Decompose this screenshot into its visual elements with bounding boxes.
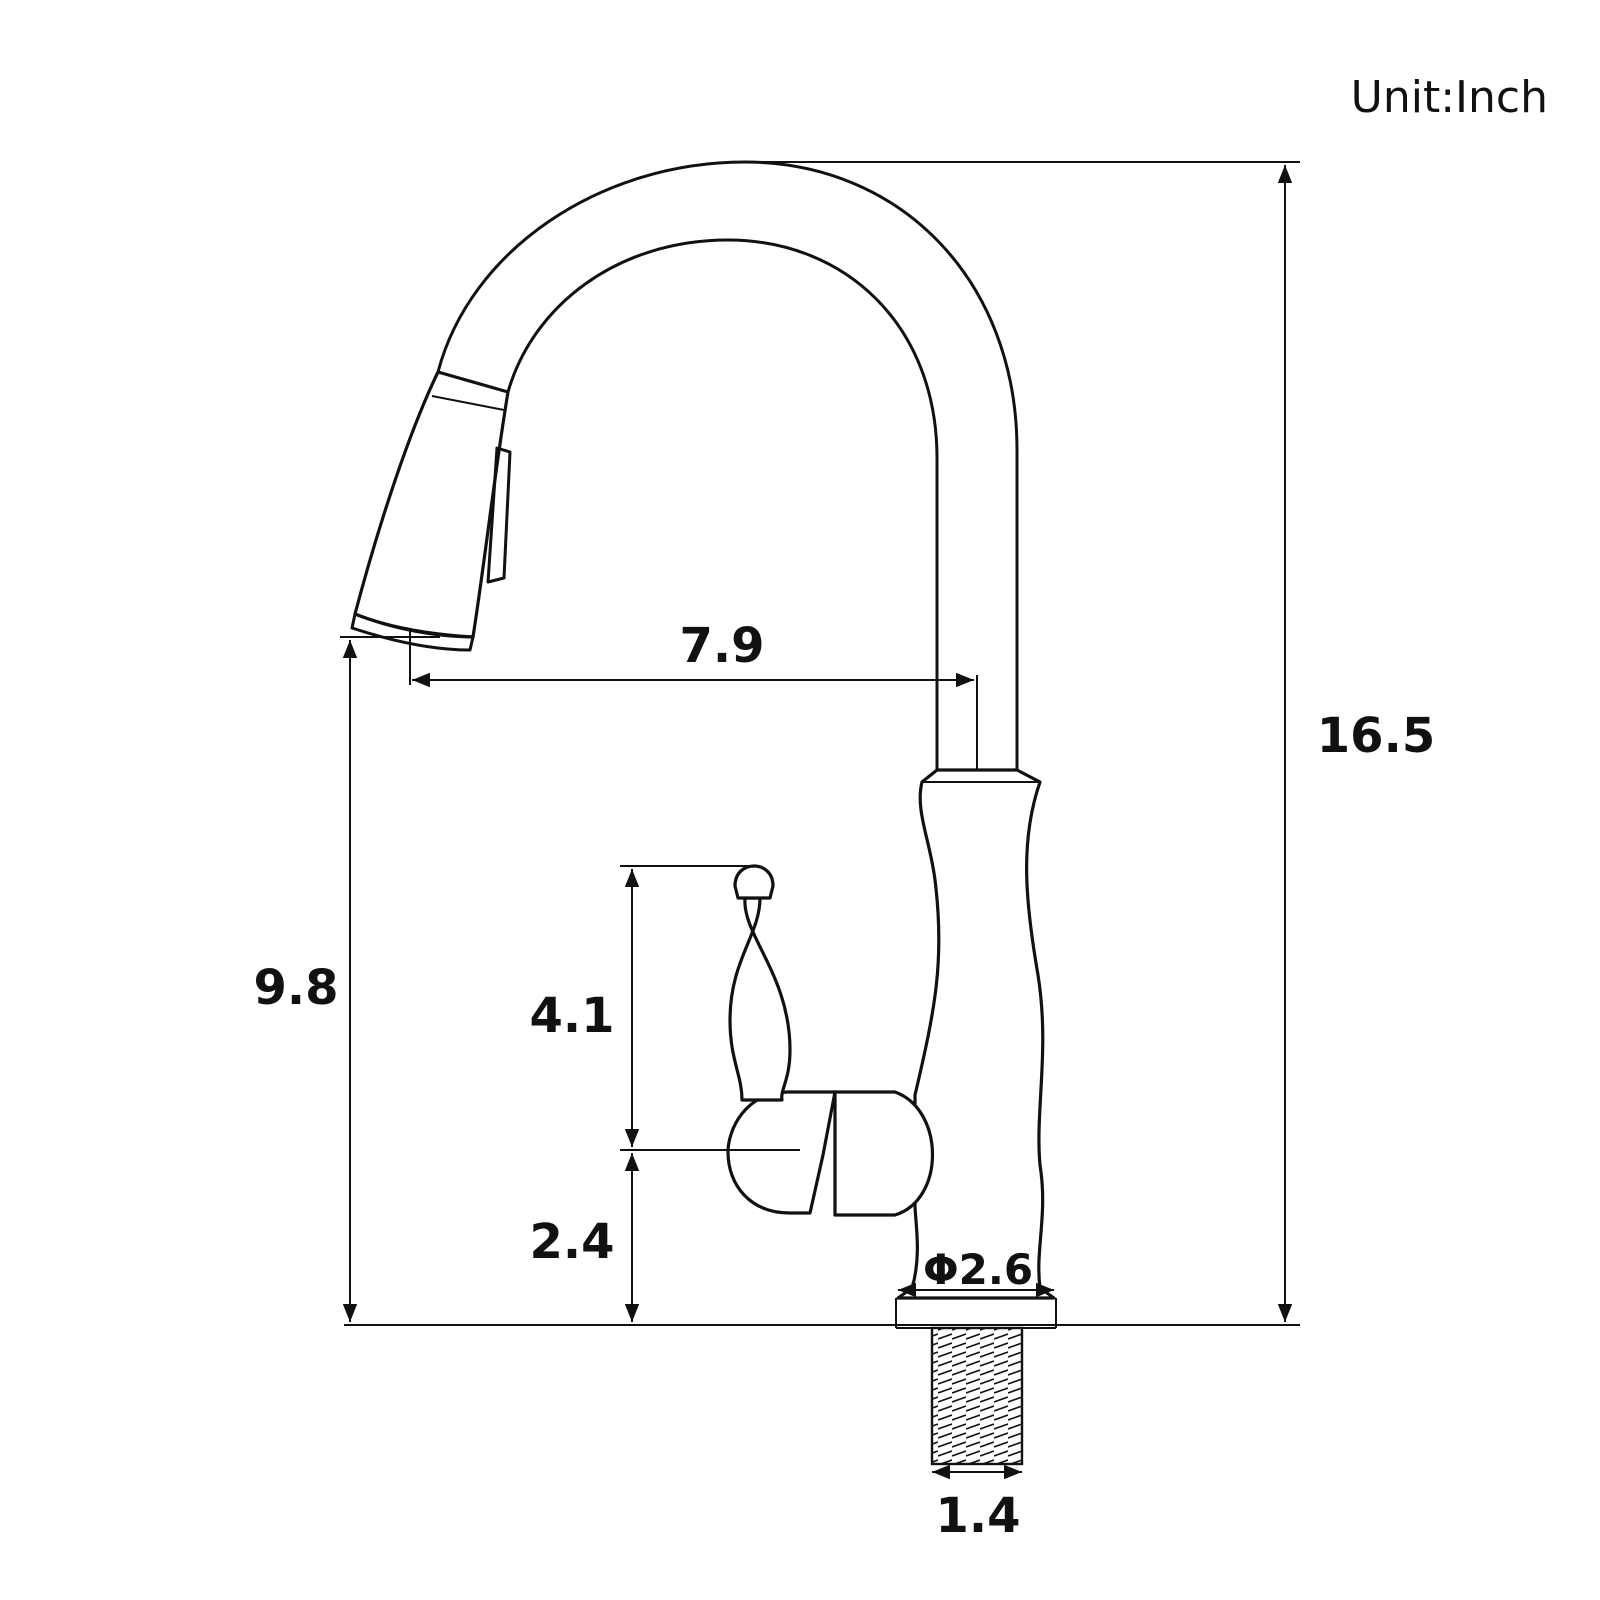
spout-reach-label: 7.9 [679,618,764,674]
spout-height-label: 9.8 [253,960,338,1016]
unit-label: Unit:Inch [1351,72,1548,123]
lever-handle [728,896,792,1102]
threaded-shank [930,1326,1024,1466]
spout-outer-curve [436,160,1019,772]
handle-height-label: 4.1 [529,988,614,1044]
handle-axis-height-label: 2.4 [529,1214,614,1270]
handle-hub [833,1090,935,1217]
spray-head-seam [431,395,505,411]
labels: Unit:Inch 16.5 7.9 9.8 4.1 2.4 Φ2.6 1.4 [253,72,1548,1544]
thread-diameter-label: 1.4 [935,1488,1020,1544]
total-height-label: 16.5 [1317,708,1435,764]
base-diameter-label: Φ2.6 [923,1245,1033,1294]
handle-cam [726,1090,837,1215]
spout-inner-curve [506,238,939,772]
dimension-lines [340,161,1300,1480]
faucet-body [896,768,1056,1300]
faucet-outline [350,160,1057,1466]
spray-button [486,446,512,584]
handle-knob [733,864,775,900]
spray-head [353,370,510,639]
